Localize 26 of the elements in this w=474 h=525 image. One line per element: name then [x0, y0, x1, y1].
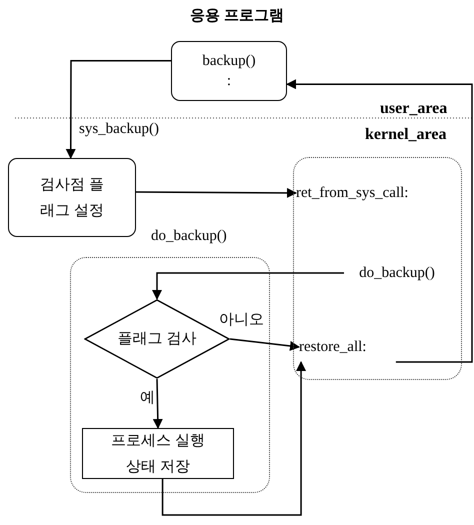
node-text: 플래그 검사: [118, 330, 196, 349]
node-text: restore_all:: [299, 338, 366, 357]
edge-label: 아니오: [218, 312, 265, 329]
arrow: [162, 361, 306, 516]
region-heading: do_backup(): [151, 227, 227, 246]
edge-label: sys_backup(): [78, 121, 160, 138]
arrow: [152, 272, 344, 300]
node-text: :: [226, 72, 232, 91]
area-label: kernel_area: [365, 126, 446, 144]
node-text: backup(): [202, 52, 256, 71]
process-box: [8, 158, 136, 237]
edge-label: 예: [139, 390, 156, 407]
node-text: 프로세스 실행 상태 저장: [110, 432, 206, 476]
arrow: [286, 79, 473, 363]
arrow: [230, 338, 300, 351]
process-box: [82, 428, 234, 479]
diagram-title: 응용 프로그램: [189, 7, 285, 25]
node-text: do_backup(): [359, 264, 435, 283]
function-box: [171, 41, 287, 101]
arrow: [152, 378, 163, 429]
node-text: 검사점 플래그 설정: [39, 176, 105, 220]
arrow: [66, 60, 171, 159]
area-label: user_area: [380, 100, 448, 118]
arrow: [136, 188, 297, 198]
routine-region: [293, 157, 462, 380]
node-text: ret_from_sys_call:: [296, 184, 408, 203]
